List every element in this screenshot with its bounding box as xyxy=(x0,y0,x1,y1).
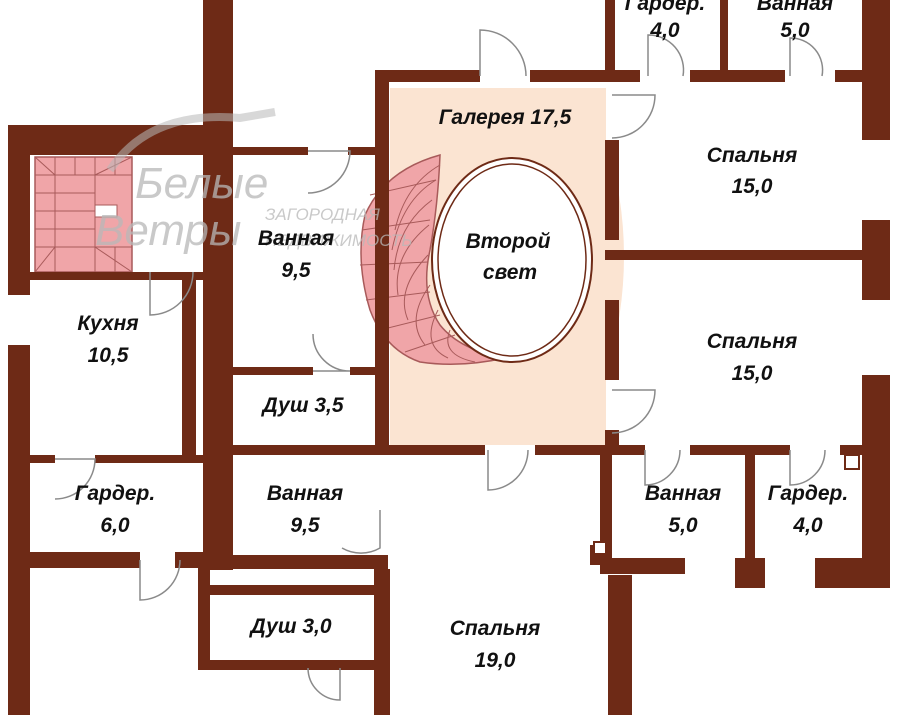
kitchen-name: Кухня xyxy=(77,312,138,335)
garderob-w-area: 6,0 xyxy=(100,514,130,537)
bedroom-e-name: Спальня xyxy=(707,330,798,353)
garderob-top-name: Гардер. xyxy=(625,0,705,15)
bath-se-name: Ванная xyxy=(645,482,721,505)
watermark-logo-icon xyxy=(106,108,276,173)
garderob-w-name: Гардер. xyxy=(75,482,155,505)
garderob-se-name: Гардер. xyxy=(768,482,848,505)
bath-top-area: 5,0 xyxy=(780,19,810,42)
atrium-void xyxy=(431,157,593,363)
bath-se-area: 5,0 xyxy=(668,514,698,537)
bath-mid-name: Ванная xyxy=(267,482,343,505)
bath-mid-area: 9,5 xyxy=(290,514,320,537)
bath-upper-area: 9,5 xyxy=(281,259,311,282)
bedroom-ne-name: Спальня xyxy=(707,144,798,167)
watermark: Белые Ветры ЗАГОРОДНАЯ НЕДВИЖИМОСТЬ xyxy=(95,108,412,255)
watermark-tagline2: НЕДВИЖИМОСТЬ xyxy=(265,231,412,250)
atrium-line1: Второй xyxy=(466,230,551,253)
garderob-top-area: 4,0 xyxy=(649,19,680,42)
kitchen-staircase xyxy=(34,156,133,273)
bath-top-name: Ванная xyxy=(757,0,833,15)
kitchen-area: 10,5 xyxy=(88,344,129,367)
shower-upper-label: Душ 3,5 xyxy=(260,394,343,417)
doors xyxy=(54,29,826,701)
watermark-line1: Белые xyxy=(135,159,268,208)
walls xyxy=(8,0,890,715)
gallery-label: Галерея 17,5 xyxy=(439,106,572,129)
bedroom-s-name: Спальня xyxy=(450,617,541,640)
watermark-tagline1: ЗАГОРОДНАЯ xyxy=(265,205,380,224)
garderob-se-area: 4,0 xyxy=(792,514,823,537)
shower-lower-label: Душ 3,0 xyxy=(248,615,331,638)
bedroom-ne-area: 15,0 xyxy=(732,175,773,198)
watermark-line2: Ветры xyxy=(95,206,241,255)
bedroom-e-area: 15,0 xyxy=(732,362,773,385)
bath-upper-name: Ванная xyxy=(258,227,334,250)
bedroom-s-area: 19,0 xyxy=(475,649,516,672)
spiral-staircase xyxy=(359,154,506,365)
room-labels: Гардер. 4,0 Ванная 5,0 Галерея 17,5 Спал… xyxy=(75,0,848,672)
atrium-line2: свет xyxy=(483,261,537,284)
